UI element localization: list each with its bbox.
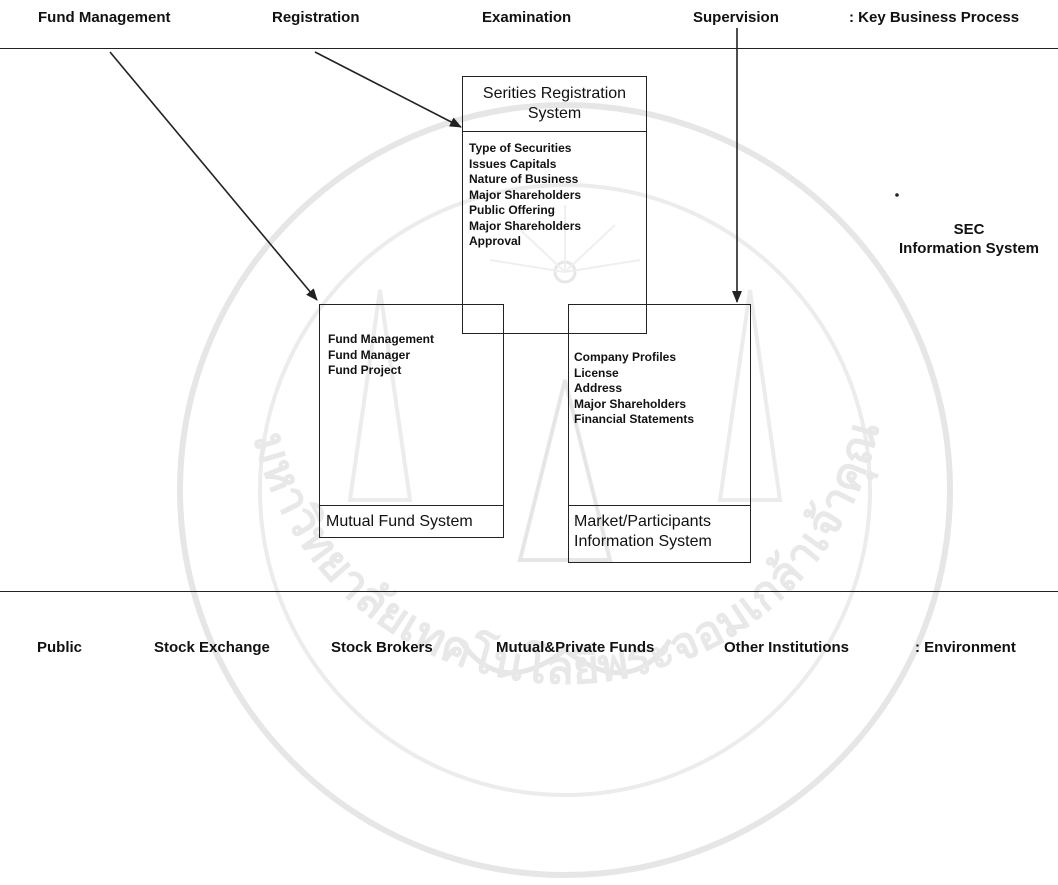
process-registration: Registration [272,9,360,26]
arrow-fund-management [109,51,318,301]
list-item: Type of Securities [469,141,572,155]
list-item: Major Shareholders [574,396,687,411]
env-stock-exchange: Stock Exchange [154,639,270,656]
process-fund-management: Fund Management [38,9,171,26]
sec-label-line1: SEC [953,221,985,238]
list-item: Public Offering [469,203,556,217]
market-separator [569,505,750,506]
env-other-institutions: Other Institutions [724,639,849,656]
list-item: Address [574,381,623,395]
sec-label-line2: Information System [898,240,1040,257]
mutual-fund-separator [320,505,503,506]
bottom-divider [0,591,1058,592]
securities-registration-box: Serities Registration System Type of Sec… [462,76,647,334]
process-supervision: Supervision [693,9,779,26]
market-participants-box: Company Profiles License Address Major S… [568,304,751,563]
list-item: Major Shareholders [469,187,582,202]
list-item: Fund Management [328,332,435,346]
list-item: Nature of Business [469,172,579,186]
mutual-fund-system-title: Mutual Fund System [326,513,473,530]
env-stock-brokers: Stock Brokers [331,639,433,656]
list-item: Issues Capitals [469,156,557,171]
registration-title: Serities Registration System [463,84,646,124]
registration-separator [463,131,646,132]
arrow-registration [314,51,462,128]
list-item: Major Shareholders [469,218,582,233]
env-mutual-private-funds: Mutual&Private Funds [496,639,655,656]
list-item: Fund Project [328,363,402,377]
environment-label: : Environment [915,639,1016,656]
list-item: Fund Manager [328,347,411,362]
list-item: Financial Statements [574,412,695,426]
mutual-fund-items: Fund Management Fund Manager Fund Projec… [328,332,434,379]
registration-title-line1: Serities Registration [482,85,627,102]
list-item: Approval [469,234,522,248]
mutual-fund-system-box: Fund Management Fund Manager Fund Projec… [319,304,504,538]
sec-information-system-label: SEC Information System [880,220,1058,258]
market-title-line2: Information System [574,533,712,550]
env-public: Public [37,639,83,656]
stray-dot [895,193,899,197]
registration-items: Type of Securities Issues Capitals Natur… [469,141,581,250]
market-items: Company Profiles License Address Major S… [574,350,694,428]
market-title: Market/Participants Information System [574,512,712,552]
registration-title-line2: System [527,105,582,122]
list-item: Company Profiles [574,350,677,364]
key-business-process-label: : Key Business Process [849,9,1020,26]
top-divider [0,48,1058,49]
market-title-line1: Market/Participants [574,513,711,530]
list-item: License [574,365,619,380]
process-examination: Examination [482,9,572,26]
